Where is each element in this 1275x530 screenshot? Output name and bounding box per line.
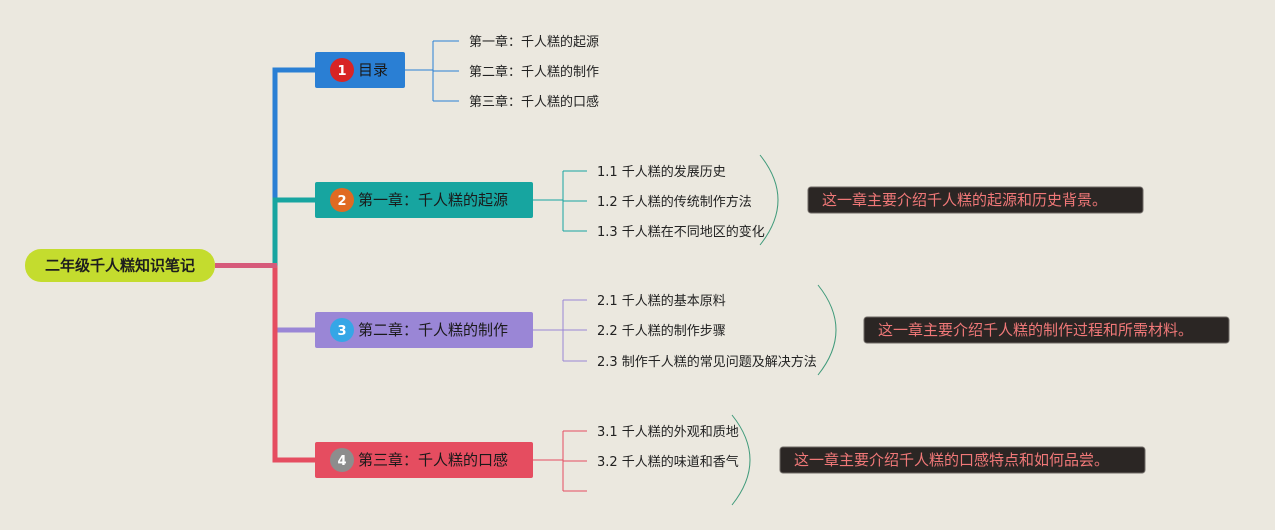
branch-node-2[interactable]: 2 第一章：千人糕的起源 [315,182,533,218]
number-badge-icon [330,448,354,472]
leaf-item-4-1[interactable]: 3.1 千人糕的外观和质地 [597,424,739,440]
summary-brace [731,414,751,506]
summary-box-4[interactable]: 这一章主要介绍千人糕的口感特点和如何品尝。 [779,446,1146,474]
branch-node-label: 第一章：千人糕的起源 [358,191,508,209]
summary-brace [817,284,837,376]
leaf-item-3-1[interactable]: 2.1 千人糕的基本原料 [597,293,726,309]
branch-node-4[interactable]: 4 第三章：千人糕的口感 [315,442,533,478]
branch-connector-2 [272,197,315,266]
branch-node-label: 目录 [358,61,388,79]
leaf-item-2-1[interactable]: 1.1 千人糕的发展历史 [597,164,726,180]
branch-node-bg [315,182,533,218]
summary-box-3[interactable]: 这一章主要介绍千人糕的制作过程和所需材料。 [863,316,1230,344]
branch-node-label: 第三章：千人糕的口感 [358,451,508,469]
branch-node-1[interactable]: 1 目录 [315,52,405,88]
summary-box-bg [807,186,1144,214]
leaf-item-1-2[interactable]: 第二章：千人糕的制作 [469,64,599,80]
summary-text: 这一章主要介绍千人糕的口感特点和如何品尝。 [794,451,1109,469]
root-node-label: 二年级千人糕知识笔记 [45,257,195,275]
branch-connector-3 [272,265,315,333]
connector-lines [215,40,837,506]
number-badge-label: 1 [337,64,346,79]
leaf-item-3-3[interactable]: 2.3 制作千人糕的常见问题及解决方法 [597,354,817,370]
number-badge-icon [330,58,354,82]
leaf-item-1-1[interactable]: 第一章：千人糕的起源 [469,34,599,50]
number-badge-label: 2 [337,194,346,209]
branch-node-label: 第二章：千人糕的制作 [358,321,508,339]
root-node[interactable]: 二年级千人糕知识笔记 [25,249,215,282]
number-badge-icon [330,188,354,212]
branch-node-3[interactable]: 3 第二章：千人糕的制作 [315,312,533,348]
leaf-item-2-2[interactable]: 1.2 千人糕的传统制作方法 [597,194,752,210]
summary-box-2[interactable]: 这一章主要介绍千人糕的起源和历史背景。 [807,186,1144,214]
number-badge-icon [330,318,354,342]
number-badge-label: 4 [337,454,346,469]
leaf-item-3-2[interactable]: 2.2 千人糕的制作步骤 [597,323,726,339]
branch-connector-1 [272,67,315,266]
summary-text: 这一章主要介绍千人糕的制作过程和所需材料。 [878,321,1193,339]
branch-node-bg [315,312,533,348]
root-node-bg [25,249,215,282]
branch-connector-4 [272,265,315,463]
leaf-item-1-3[interactable]: 第三章：千人糕的口感 [469,94,599,110]
summary-brace [759,154,779,246]
leaf-item-4-2[interactable]: 3.2 千人糕的味道和香气 [597,454,739,470]
summary-box-bg [779,446,1146,474]
summary-box-bg [863,316,1230,344]
number-badge-label: 3 [337,324,346,339]
leaf-item-2-3[interactable]: 1.3 千人糕在不同地区的变化 [597,224,765,240]
summary-text: 这一章主要介绍千人糕的起源和历史背景。 [822,191,1107,209]
branch-node-bg [315,442,533,478]
